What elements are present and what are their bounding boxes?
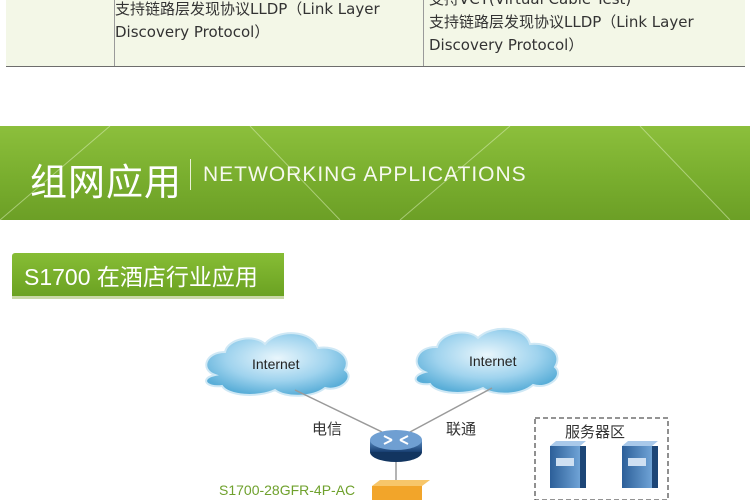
spec-line: Discovery Protocol） bbox=[115, 23, 270, 41]
server-zone-label: 服务器区 bbox=[565, 423, 626, 441]
spec-line: Discovery Protocol） bbox=[429, 36, 584, 54]
link-label-left: 电信 bbox=[312, 420, 343, 438]
cloud-left-icon bbox=[205, 332, 350, 397]
spec-cell-right: 支持VCT(Virtual Cable Test) 支持链路层发现协议LLDP（… bbox=[429, 0, 739, 57]
router-icon bbox=[370, 430, 422, 462]
cloud-right-label: Internet bbox=[469, 353, 517, 369]
spec-table: 支持链路层发现协议LLDP（Link Layer Discovery Proto… bbox=[6, 0, 745, 67]
section-tab bbox=[12, 253, 284, 296]
server-zone-box bbox=[534, 417, 669, 500]
spec-line: 支持VCT(Virtual Cable Test) bbox=[429, 0, 739, 11]
banner-title-cn: 组网应用 bbox=[30, 161, 182, 204]
switch-icon bbox=[372, 480, 430, 500]
spec-line: 支持链路层发现协议LLDP（Link Layer bbox=[115, 0, 380, 18]
cloud-right-icon bbox=[414, 327, 559, 395]
server-icon bbox=[622, 441, 658, 488]
section-tab-shadow bbox=[12, 296, 284, 299]
section-banner: 组网应用 bbox=[0, 126, 750, 220]
banner-decoration bbox=[0, 126, 731, 220]
table-column-divider bbox=[114, 0, 115, 66]
section-title: S1700 在酒店行业应用 bbox=[24, 264, 258, 290]
network-diagram bbox=[205, 327, 669, 500]
spec-line: 支持链路层发现协议LLDP（Link Layer bbox=[429, 13, 694, 31]
link-label-right: 联通 bbox=[446, 420, 477, 438]
link-line bbox=[409, 387, 493, 433]
banner-divider bbox=[190, 159, 191, 190]
table-column-divider bbox=[423, 0, 424, 66]
link-line bbox=[294, 389, 383, 433]
switch-model-label: S1700-28GFR-4P-AC bbox=[219, 482, 356, 498]
server-icon bbox=[550, 441, 586, 488]
cloud-left-label: Internet bbox=[252, 356, 300, 372]
spec-cell-left: 支持链路层发现协议LLDP（Link Layer Discovery Proto… bbox=[115, 0, 415, 44]
banner-title-en: NETWORKING APPLICATIONS bbox=[203, 163, 527, 186]
